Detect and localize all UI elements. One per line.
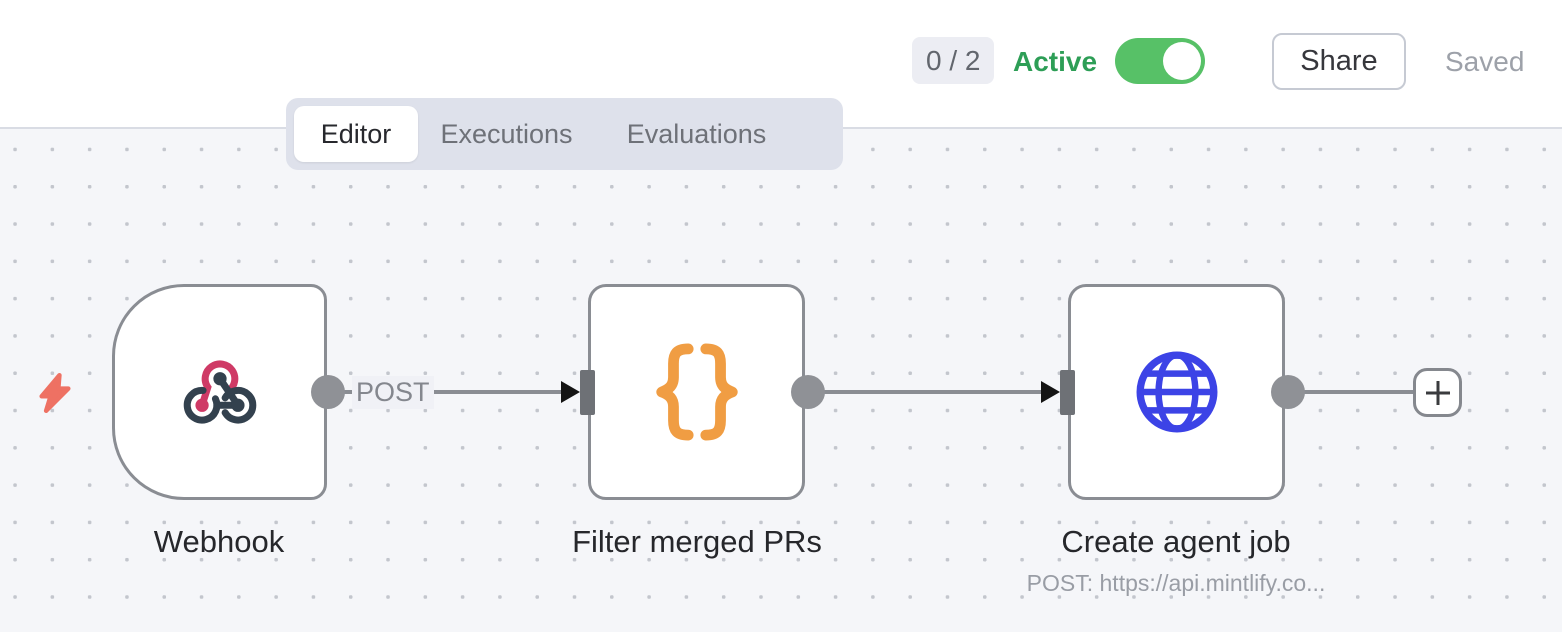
webhook-icon	[183, 360, 256, 424]
view-tabbar: Editor Executions Evaluations	[286, 98, 843, 170]
connection-http-add[interactable]	[1302, 390, 1414, 394]
arrowhead-icon	[561, 381, 580, 403]
saved-status: Saved	[1445, 46, 1525, 77]
node-webhook[interactable]	[112, 284, 327, 500]
tab-executions[interactable]: Executions	[440, 118, 573, 149]
toggle-knob-icon	[1163, 42, 1201, 80]
node-create-agent-job[interactable]	[1068, 284, 1285, 500]
node-title-webhook: Webhook	[153, 524, 285, 559]
add-node-button[interactable]	[1413, 368, 1462, 417]
active-toggle[interactable]	[1115, 38, 1205, 84]
tab-editor[interactable]: Editor	[294, 106, 418, 162]
plus-icon	[1425, 380, 1450, 405]
node-filter-merged-prs[interactable]	[588, 284, 805, 500]
node-title-filter: Filter merged PRs	[572, 524, 822, 559]
trigger-bolt-icon	[39, 373, 71, 413]
node-title-http: Create agent job	[1061, 524, 1291, 559]
issues-count-badge[interactable]: 0 / 2	[912, 37, 995, 84]
connection-filter-http[interactable]	[822, 390, 1044, 394]
webhook-output-label: POST	[352, 376, 434, 409]
curly-braces-icon	[655, 343, 738, 441]
arrowhead-icon	[1041, 381, 1060, 403]
output-port-webhook[interactable]	[311, 375, 345, 409]
output-port-filter[interactable]	[791, 375, 825, 409]
input-port-filter[interactable]	[580, 370, 595, 415]
share-button[interactable]: Share	[1272, 33, 1406, 90]
output-port-http[interactable]	[1271, 375, 1305, 409]
globe-icon	[1136, 351, 1217, 433]
tab-evaluations[interactable]: Evaluations	[626, 118, 767, 149]
input-port-http[interactable]	[1060, 370, 1075, 415]
connection-webhook-filter[interactable]	[334, 390, 570, 394]
active-label: Active	[1013, 46, 1098, 77]
node-subtitle-http: POST: https://api.mintlify.co...	[1026, 570, 1326, 596]
